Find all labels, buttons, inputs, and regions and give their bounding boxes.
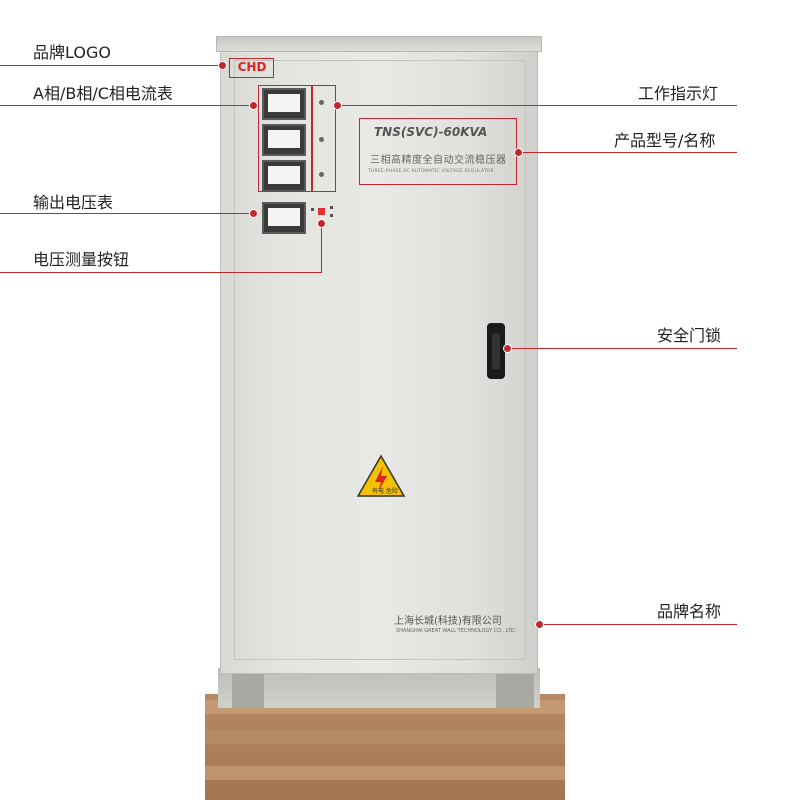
callout-model-name: 产品型号/名称: [614, 131, 716, 150]
callout-dot: [218, 61, 227, 70]
brand-name-en: SHANGHAI GREAT WALL TECHNOLOGY CO., LTD.: [396, 628, 517, 634]
model-name-en: THREE-PHASE AC AUTOMATIC VOLTAGE REGULAT…: [368, 169, 494, 174]
callout-ammeters: A相/B相/C相电流表: [33, 84, 173, 103]
high-voltage-warning-icon: [356, 454, 406, 497]
model-number: TNS(SVC)-60KVA: [374, 125, 488, 139]
switch-dot: [311, 208, 314, 211]
leader-line: [0, 105, 252, 106]
callout-voltmeter: 输出电压表: [33, 193, 114, 212]
indicator-light: [319, 137, 324, 142]
leader-line: [340, 105, 737, 106]
voltage-measure-button[interactable]: [318, 208, 325, 215]
leader-line: [0, 272, 322, 273]
ammeter-c: [262, 160, 306, 192]
ammeter-b: [262, 124, 306, 156]
leader-line: [0, 213, 252, 214]
callout-logo: 品牌LOGO: [33, 43, 111, 62]
callout-dot: [514, 148, 523, 157]
cabinet-base: [218, 668, 540, 708]
pallet-plank: [205, 730, 565, 744]
cabinet-foot: [232, 672, 264, 708]
callout-indicator-lights: 工作指示灯: [638, 84, 719, 103]
ammeter-highlight: [258, 85, 312, 192]
leader-line: [0, 65, 222, 66]
callout-dot: [317, 219, 326, 228]
callout-dot: [535, 620, 544, 629]
leader-line: [321, 223, 322, 273]
leader-line: [522, 152, 737, 153]
cabinet-door: [234, 60, 526, 660]
brand-name-cn: 上海长城(科技)有限公司: [394, 616, 502, 627]
callout-dot: [249, 209, 258, 218]
callout-dot: [333, 101, 342, 110]
indicator-light: [319, 100, 324, 105]
ammeter-a: [262, 88, 306, 120]
model-nameplate: TNS(SVC)-60KVA 三相高精度全自动交流稳压器 THREE-PHASE…: [362, 121, 516, 185]
callout-dot: [503, 344, 512, 353]
callout-door-lock: 安全门锁: [657, 326, 722, 345]
model-name-cn: 三相高精度全自动交流稳压器: [370, 155, 507, 166]
indicator-highlight: [312, 85, 336, 192]
leader-line: [542, 624, 737, 625]
indicator-light: [319, 172, 324, 177]
door-lock-handle[interactable]: [487, 323, 505, 379]
model-highlight: [359, 118, 517, 185]
callout-brand-name: 品牌名称: [657, 602, 722, 621]
cabinet-top: [216, 36, 542, 52]
switch-dot: [330, 214, 333, 217]
switch-dot: [330, 206, 333, 209]
leader-line: [510, 348, 737, 349]
warning-label: 有电 危险: [372, 488, 398, 495]
callout-measure-button: 电压测量按钮: [33, 250, 130, 269]
output-voltmeter: [262, 202, 306, 234]
cabinet-foot: [496, 672, 534, 708]
callout-dot: [249, 101, 258, 110]
logo-highlight: [229, 58, 274, 78]
brand-logo: CHD: [237, 60, 267, 74]
pallet-plank: [205, 766, 565, 780]
